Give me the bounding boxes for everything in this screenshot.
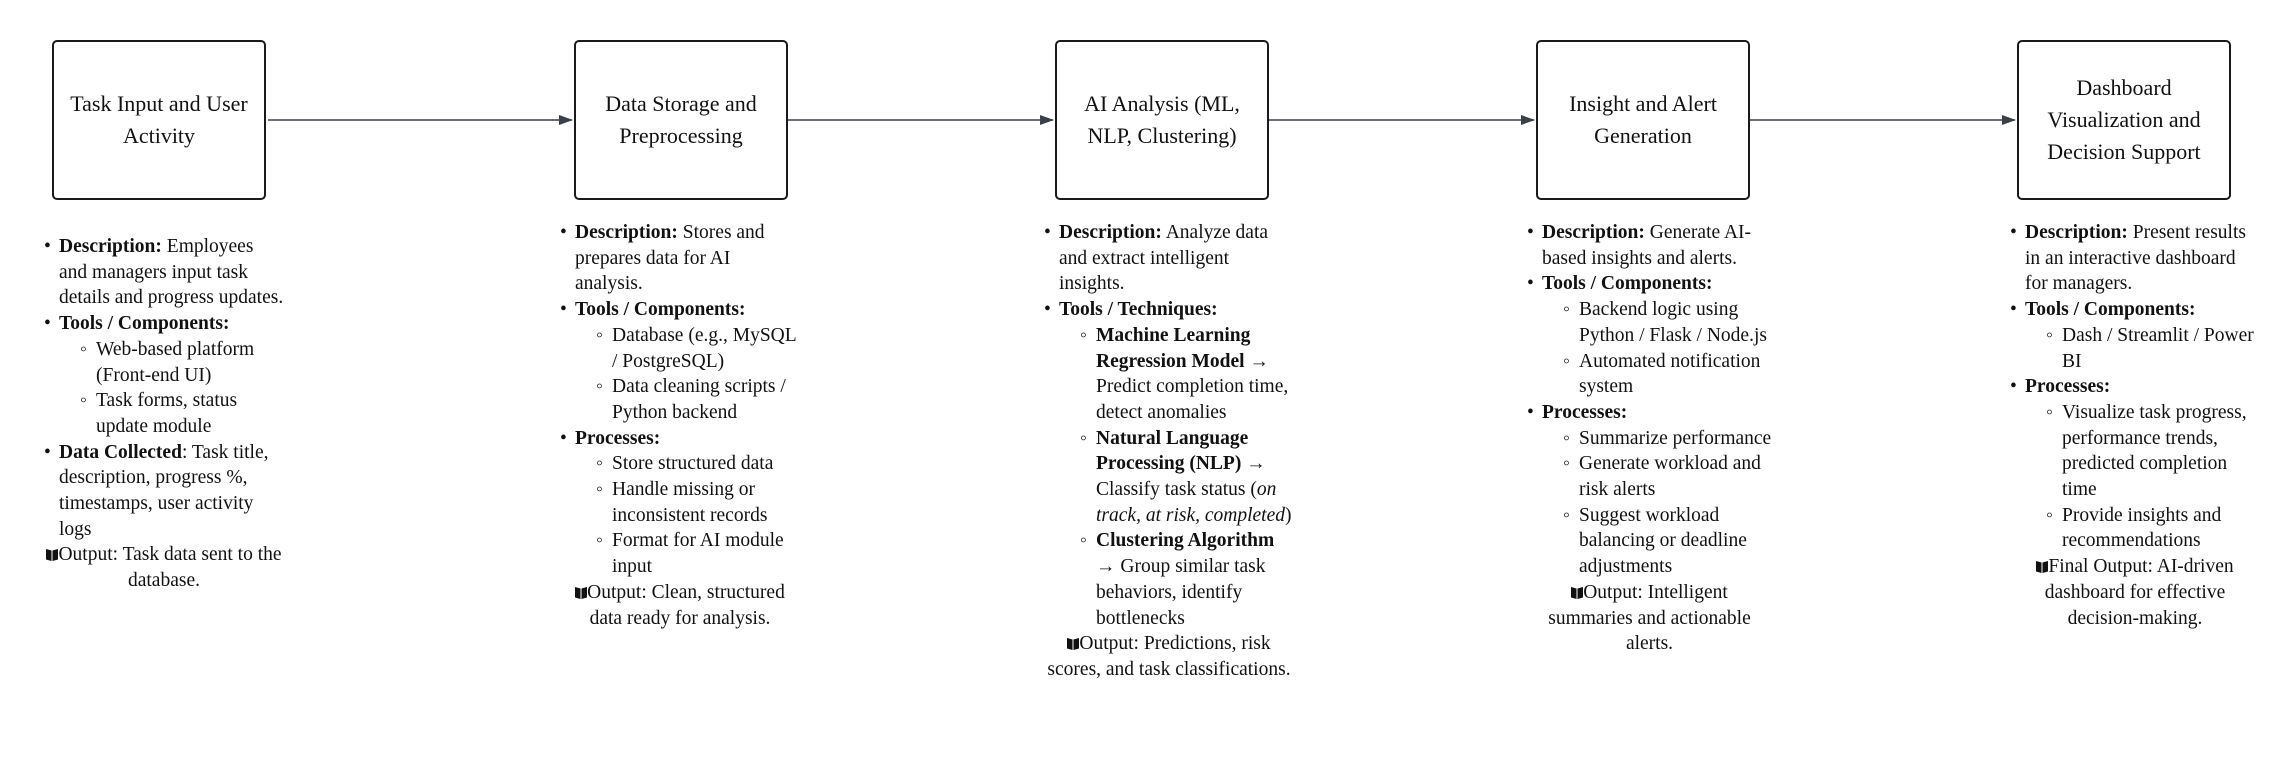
process-entry: Generate workload and risk alerts <box>1542 451 1772 502</box>
technique-text: Classify task status ( <box>1096 479 1257 501</box>
description-text: Analyze data and extract intelligent ins… <box>1059 222 1269 295</box>
book-icon <box>575 586 588 599</box>
technique-status-values: on track, at risk, completed <box>1096 479 1285 526</box>
tools-item: Tools / Techniques: Machine Learning Reg… <box>1044 297 1294 631</box>
tool-entry: Dash / Streamlit / Power BI <box>2025 323 2260 374</box>
processes-item: Processes: Visualize task progress, perf… <box>2010 374 2260 554</box>
output-text: AI-driven dashboard for effective decisi… <box>2044 556 2234 629</box>
data-collected-label: Data Collected <box>59 441 182 463</box>
process-entry: Format for AI module input <box>575 528 800 579</box>
tools-label: Tools / Components: <box>575 299 746 321</box>
description-item: Description: Analyze data and extract in… <box>1044 220 1294 297</box>
stage-details-insight-alert: Description: Generate AI-based insights … <box>1527 220 1772 657</box>
description-text: Employees and managers input task detail… <box>59 236 284 309</box>
description-text: Present results in an interactive dashbo… <box>2025 222 2246 295</box>
description-label: Description: <box>1542 222 1645 243</box>
tools-label: Tools / Components: <box>2025 299 2196 321</box>
description-label: Description: <box>575 222 678 243</box>
tool-entry: Backend logic using Python / Flask / Nod… <box>1542 297 1772 348</box>
stage-box-insight-alert: Insight and Alert Generation <box>1536 40 1750 200</box>
stage-title: AI Analysis (ML, NLP, Clustering) <box>1084 91 1240 148</box>
tools-item: Tools / Components: Backend logic using … <box>1527 271 1772 400</box>
tool-entry: Database (e.g., MySQL / PostgreSQL) <box>575 323 800 374</box>
process-entry: Store structured data <box>575 451 800 477</box>
process-entry: Handle missing or inconsistent records <box>575 477 800 528</box>
technique-entry: Natural Language Processing (NLP) → Clas… <box>1059 426 1294 529</box>
book-icon <box>1571 586 1584 599</box>
output-text: Predictions, risk scores, and task class… <box>1047 633 1291 680</box>
description-label: Description: <box>2025 222 2128 243</box>
arrow-glyph: → <box>1096 556 1116 578</box>
stage-box-task-input: Task Input and User Activity <box>52 40 266 200</box>
process-entry: Provide insights and recommendations <box>2025 503 2260 554</box>
stage-title: Data Storage and Preprocessing <box>605 91 757 148</box>
description-item: Description: Stores and prepares data fo… <box>560 220 800 297</box>
output-text: Clean, structured data ready for analysi… <box>589 581 785 629</box>
processes-label: Processes: <box>2025 376 2111 398</box>
description-label: Description: <box>1059 222 1162 243</box>
book-icon <box>2036 561 2049 574</box>
data-collected-text: : Task title, description, progress %, t… <box>59 441 269 540</box>
process-entry: Summarize performance <box>1542 426 1772 452</box>
output-line: Output: Task data sent to the database. <box>44 542 284 593</box>
processes-label: Processes: <box>1542 401 1628 423</box>
output-label: Output: <box>1583 581 1643 603</box>
stage-details-task-input: Description: Employees and managers inpu… <box>44 234 284 594</box>
stage-box-dashboard: Dashboard Visualization and Decision Sup… <box>2017 40 2231 200</box>
description-text: Stores and prepares data for AI analysis… <box>575 222 765 295</box>
processes-label: Processes: <box>575 427 661 449</box>
output-label: Final Output: <box>2048 556 2153 578</box>
tool-entry: Web-based platform (Front-end UI) <box>59 337 284 388</box>
data-collected-item: Data Collected: Task title, description,… <box>44 440 284 543</box>
technique-text: Group similar task behaviors, identify b… <box>1096 556 1266 629</box>
stage-details-ai-analysis: Description: Analyze data and extract in… <box>1044 220 1294 683</box>
tools-label: Tools / Components: <box>1542 273 1713 295</box>
tools-item: Tools / Components: Web-based platform (… <box>44 311 284 440</box>
output-label: Output: <box>587 581 647 603</box>
stage-details-data-storage: Description: Stores and prepares data fo… <box>560 220 800 631</box>
tool-entry: Automated notification system <box>1542 349 1772 400</box>
output-line: Final Output: AI-driven dashboard for ef… <box>2010 554 2260 631</box>
description-item: Description: Present results in an inter… <box>2010 220 2260 297</box>
tool-entry: Task forms, status update module <box>59 388 284 439</box>
technique-text: Predict completion time, detect anomalie… <box>1096 376 1289 423</box>
output-label: Output: <box>58 544 119 566</box>
description-label: Description: <box>59 236 162 257</box>
processes-item: Processes: Store structured data Handle … <box>560 426 800 580</box>
output-label: Output: <box>1079 633 1139 655</box>
process-entry: Visualize task progress, performance tre… <box>2025 400 2260 503</box>
stage-box-ai-analysis: AI Analysis (ML, NLP, Clustering) <box>1055 40 1269 200</box>
stage-details-dashboard: Description: Present results in an inter… <box>2010 220 2260 631</box>
tools-item: Tools / Components: Database (e.g., MySQ… <box>560 297 800 426</box>
description-item: Description: Generate AI-based insights … <box>1527 220 1772 271</box>
tools-item: Tools / Components: Dash / Streamlit / P… <box>2010 297 2260 374</box>
stage-title: Dashboard Visualization and Decision Sup… <box>2047 75 2201 164</box>
tools-label: Tools / Techniques: <box>1059 299 1218 321</box>
book-icon <box>46 549 59 562</box>
tools-label: Tools / Components: <box>59 313 230 335</box>
stage-title: Task Input and User Activity <box>70 91 248 148</box>
stage-box-data-storage: Data Storage and Preprocessing <box>574 40 788 200</box>
output-line: Output: Clean, structured data ready for… <box>560 580 800 631</box>
processes-item: Processes: Summarize performance Generat… <box>1527 400 1772 580</box>
output-line: Output: Intelligent summaries and action… <box>1527 580 1772 657</box>
description-item: Description: Employees and managers inpu… <box>44 234 284 311</box>
arrow-glyph: → <box>1246 453 1266 475</box>
arrow-glyph: → <box>1249 350 1269 372</box>
output-text: Task data sent to the database. <box>122 544 282 592</box>
technique-name: Machine Learning Regression Model <box>1096 324 1251 372</box>
description-text: Generate AI-based insights and alerts. <box>1542 222 1752 269</box>
output-line: Output: Predictions, risk scores, and ta… <box>1044 631 1294 682</box>
process-entry: Suggest workload balancing or deadline a… <box>1542 503 1772 580</box>
technique-entry: Clustering Algorithm → Group similar tas… <box>1059 528 1294 631</box>
output-text: Intelligent summaries and actionable ale… <box>1548 581 1751 655</box>
technique-text-tail: ) <box>1285 504 1292 526</box>
stage-title: Insight and Alert Generation <box>1569 91 1717 148</box>
technique-entry: Machine Learning Regression Model → Pred… <box>1059 323 1294 426</box>
book-icon <box>1067 638 1080 651</box>
technique-name: Natural Language Processing (NLP) <box>1096 427 1249 475</box>
tool-entry: Data cleaning scripts / Python backend <box>575 374 800 425</box>
technique-name: Clustering Algorithm <box>1096 530 1275 552</box>
